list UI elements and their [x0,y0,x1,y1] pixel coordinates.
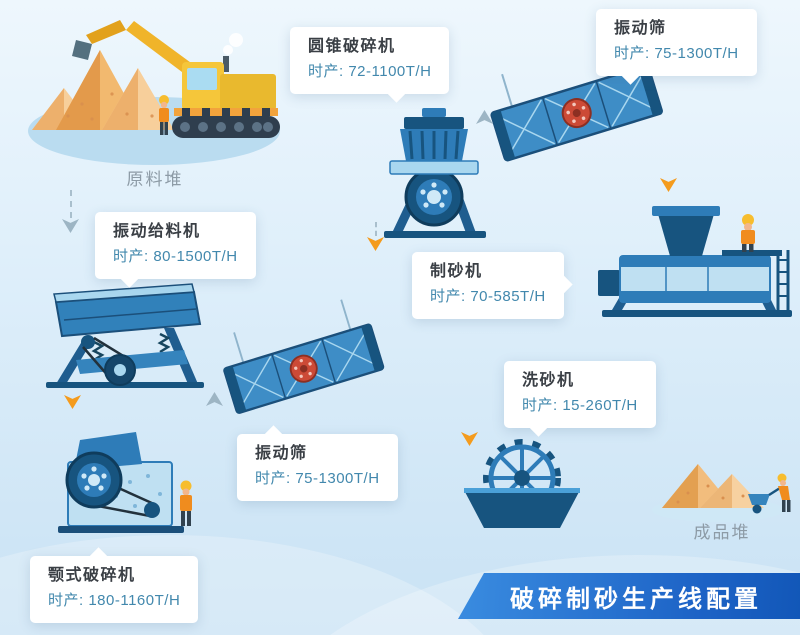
vibrating-feeder-illustration [32,276,214,394]
raw-material-pile-illustration [22,4,290,170]
jaw-crusher-illustration [38,424,200,542]
sand-maker-illustration [596,194,796,336]
label-vibrating-screen-top: 振动筛 时产: 75-1300T/H [596,9,757,85]
title-banner: 破碎制砂生产线配置 [458,573,800,619]
label-cone-crusher: 圆锥破碎机 时产: 72-1100T/H [290,27,450,103]
label-sand-washer: 洗砂机 时产: 15-260T/H [504,361,656,437]
machine-name: 振动给料机 [113,223,201,240]
machine-name: 振动筛 [255,445,308,462]
machine-capacity: 时产: 72-1100T/H [308,63,432,80]
machine-name: 颚式破碎机 [48,567,136,584]
label-pointer [554,275,573,294]
label-pointer [387,84,406,103]
vibrating-screen-top-illustration [487,34,667,182]
machine-capacity: 时产: 80-1500T/H [113,248,238,265]
product-pile-caption: 成品堆 [693,523,751,542]
finished-product-pile-illustration [648,438,796,526]
sand-washer-illustration [448,438,596,532]
machine-capacity: 时产: 75-1300T/H [255,470,380,487]
machine-name: 洗砂机 [522,372,575,389]
label-vibrating-feeder: 振动给料机 时产: 80-1500T/H [95,212,256,288]
vibrating-screen-mid-illustration [220,294,388,434]
connector-line [375,222,377,236]
page-title: 破碎制砂生产线配置 [510,585,762,613]
label-pointer [529,418,548,437]
machine-capacity: 时产: 75-1300T/H [614,45,739,62]
flow-down-arrow [660,178,677,192]
machine-capacity: 时产: 70-585T/H [430,288,546,305]
label-vibrating-screen-mid: 振动筛 时产: 75-1300T/H [237,425,398,501]
label-pointer [89,547,108,566]
flow-down-arrow [64,395,81,409]
machine-name: 振动筛 [614,20,667,37]
label-jaw-crusher: 颚式破碎机 时产: 180-1160T/H [30,547,199,623]
flow-down-arrow [62,219,79,233]
machine-capacity: 时产: 180-1160T/H [48,592,181,609]
machine-name: 制砂机 [430,263,483,280]
connector-line [70,190,72,218]
label-sand-maker: 制砂机 时产: 70-585T/H [412,252,573,319]
cone-crusher-illustration [376,103,494,245]
raw-pile-caption: 原料堆 [126,170,184,189]
machine-name: 圆锥破碎机 [308,38,396,55]
machine-capacity: 时产: 15-260T/H [522,397,638,414]
